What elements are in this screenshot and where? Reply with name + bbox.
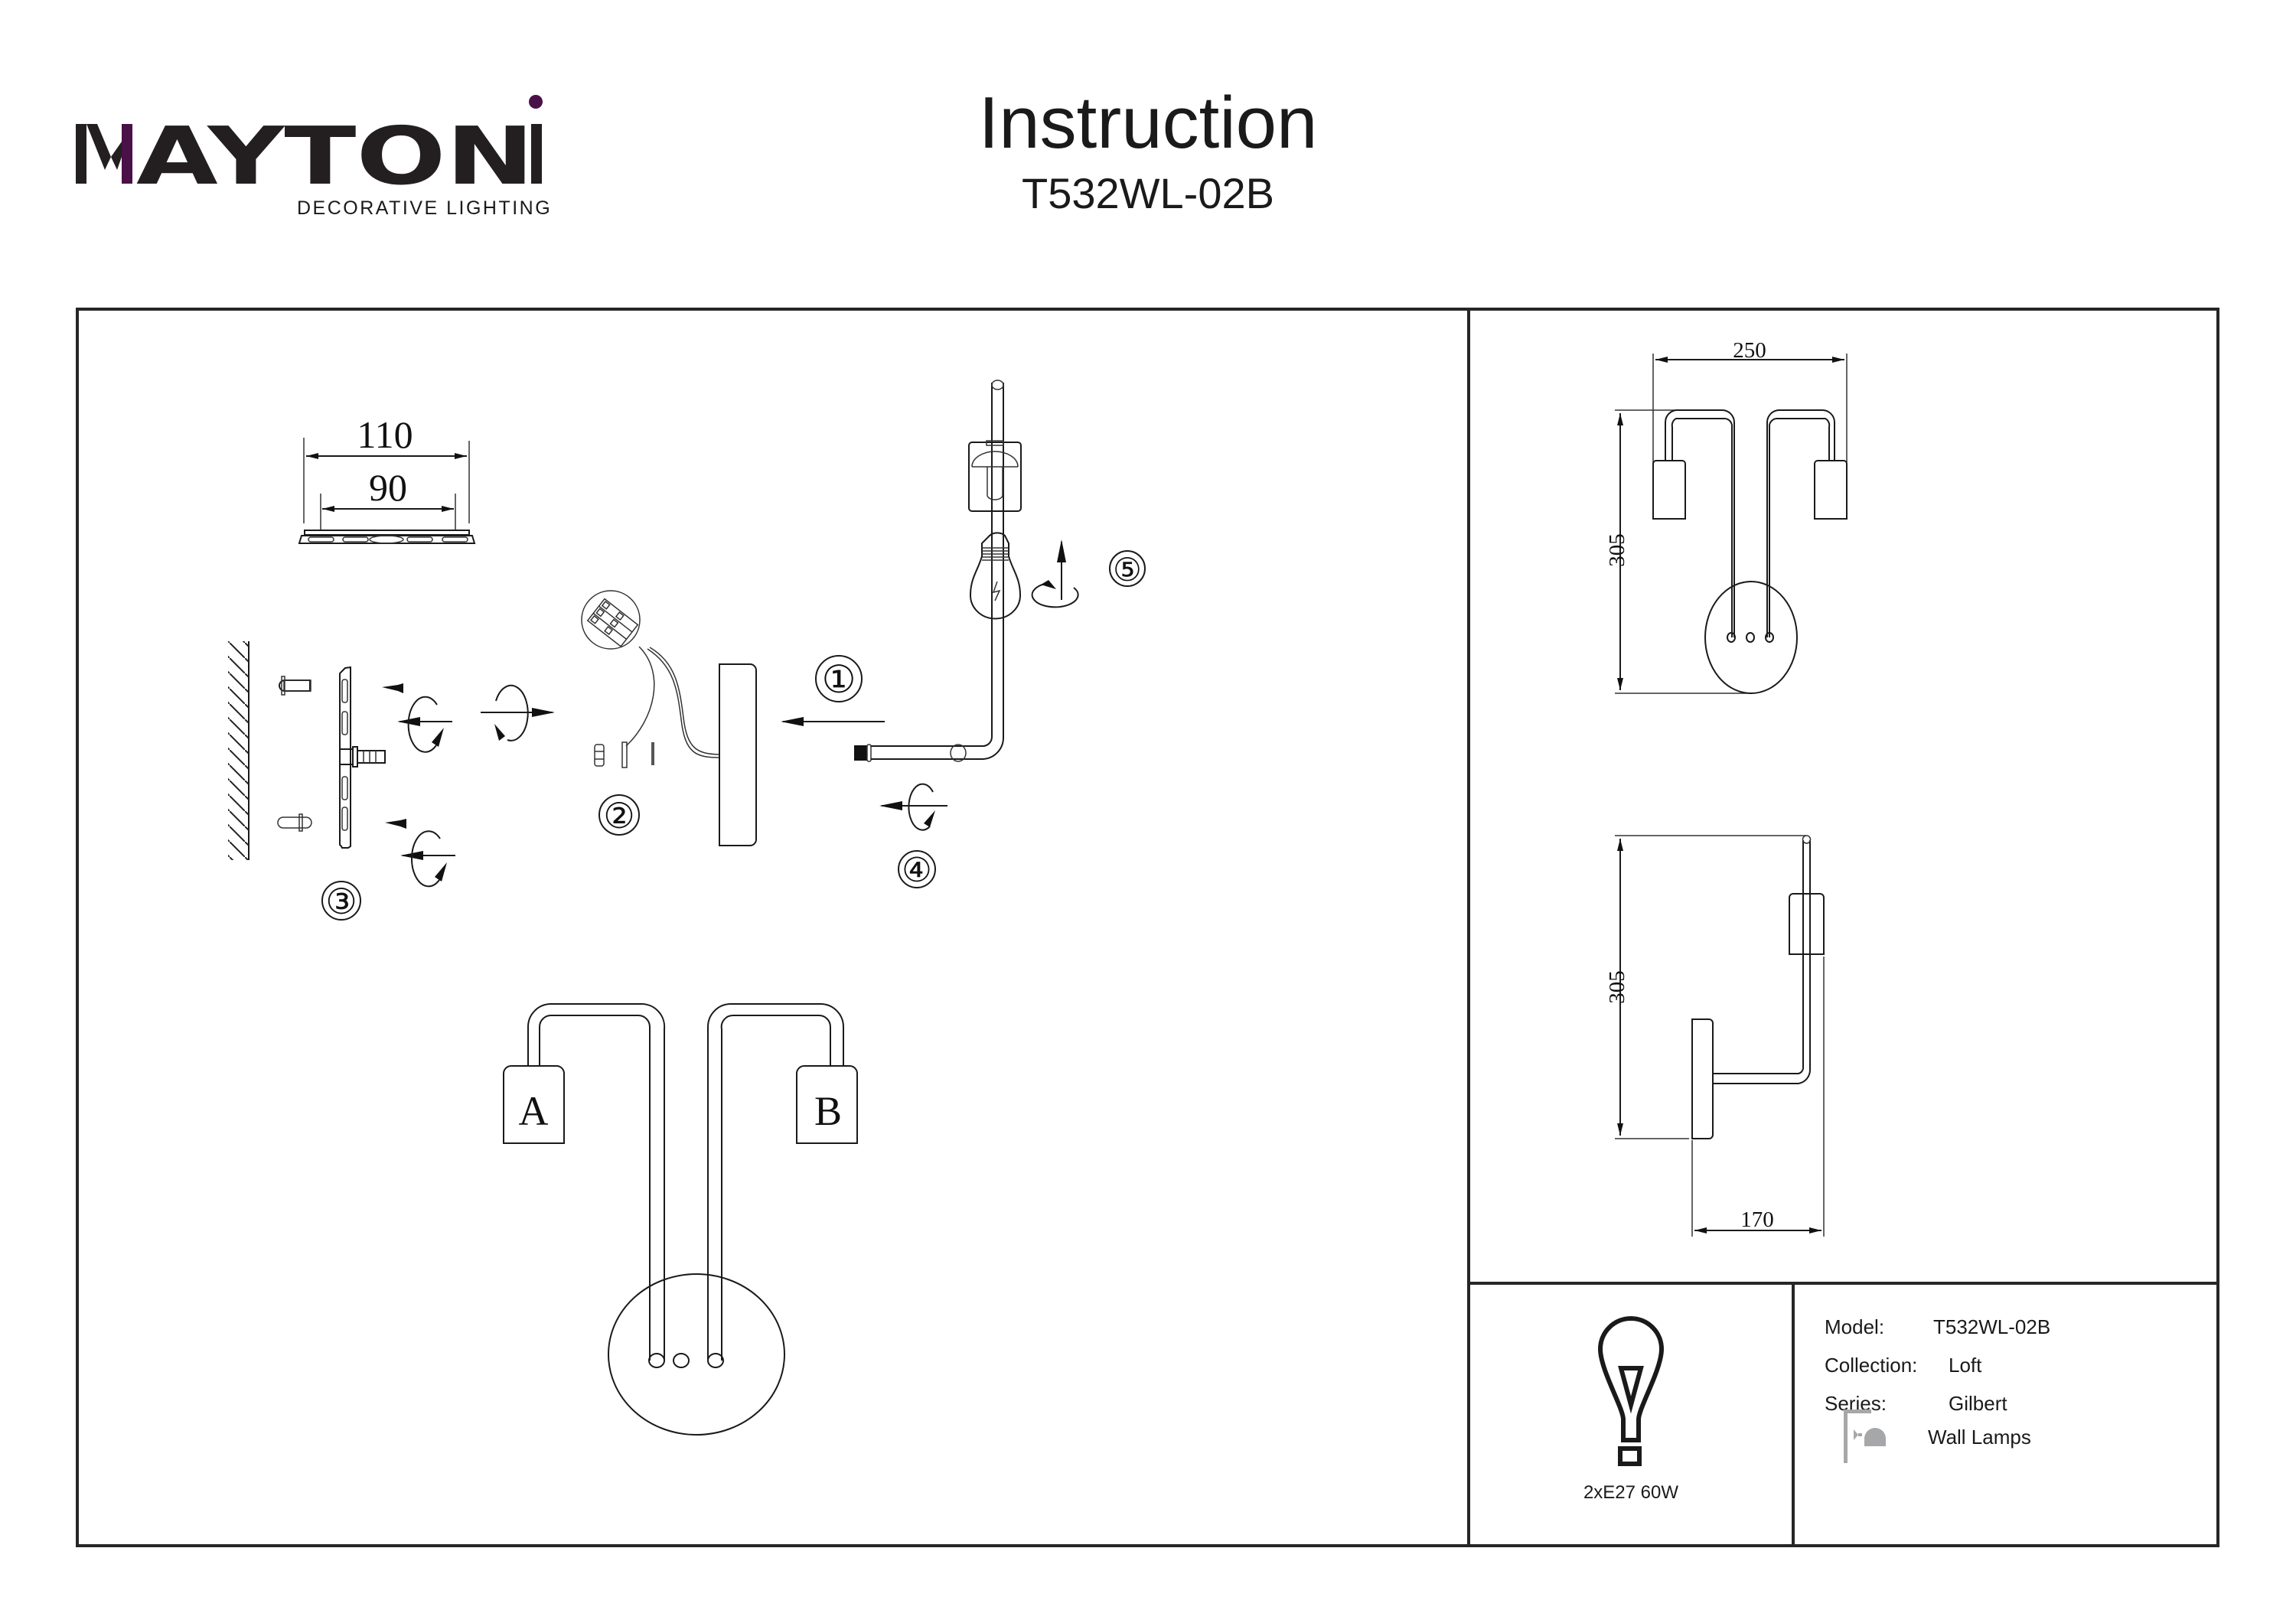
logo-letter-i — [531, 124, 542, 184]
canopy-base-side — [719, 663, 757, 846]
svg-text:③: ③ — [325, 882, 357, 921]
side-socket — [1789, 893, 1825, 955]
brand-tagline: DECORATIVE LIGHTING — [297, 197, 552, 219]
screw-icon — [382, 683, 403, 693]
info-row-collection: Collection: Loft — [1825, 1354, 1982, 1377]
wire-icon — [625, 646, 720, 758]
svg-text:④: ④ — [902, 852, 931, 889]
lightbulb-icon — [1597, 1316, 1665, 1466]
bulb-filament-icon — [992, 581, 1001, 601]
info-value: Loft — [1949, 1354, 1982, 1377]
logo-dot — [529, 95, 543, 109]
info-value: T532WL-02B — [1933, 1315, 2050, 1338]
brand-logo: AYTON DECORATIVE LIGHTING — [76, 95, 552, 219]
drawing-frame — [76, 308, 2219, 1547]
dimension-label-250: 250 — [1733, 338, 1766, 363]
info-label: Collection: — [1825, 1354, 1917, 1377]
model-code-heading: T532WL-02B — [1022, 169, 1274, 217]
socket-b: B — [796, 1065, 858, 1144]
info-label: Model: — [1825, 1315, 1884, 1338]
dimension-label-305-side: 305 — [1605, 970, 1629, 1004]
socket-b-label: B — [814, 1088, 842, 1134]
logo-accent-stroke — [122, 124, 132, 184]
socket-ab-diagram: A B — [503, 1002, 858, 1436]
svg-text:①: ① — [822, 658, 856, 701]
terminal-block-icon — [581, 590, 641, 650]
step-marker-2: ② — [598, 794, 640, 836]
rotate-arrow-icon — [400, 830, 455, 888]
wire-terminal-icon — [621, 741, 628, 768]
rotate-arrow-icon — [397, 696, 452, 753]
mounting-bracket-side — [339, 666, 386, 849]
lamp-arm-assembly — [854, 380, 1022, 762]
info-row-model: Model: T532WL-02B — [1825, 1315, 2050, 1338]
front-dimension-view: 250 305 — [1605, 338, 1848, 694]
wall-plug-icon — [279, 676, 311, 696]
svg-text:②: ② — [603, 797, 634, 836]
bulb-spec-box: 2xE27 60W — [1583, 1316, 1678, 1503]
step-marker-3: ③ — [321, 881, 361, 921]
wall-plug-icon — [277, 813, 312, 832]
info-value: Gilbert — [1949, 1392, 2007, 1415]
dimension-label-305-front: 305 — [1605, 533, 1629, 567]
thread-end-icon — [854, 745, 867, 761]
step-marker-5: ⑤ — [1109, 550, 1146, 588]
wall-hatch — [228, 641, 249, 860]
category-text: Wall Lamps — [1928, 1426, 2031, 1449]
screw-icon — [385, 819, 406, 829]
step-marker-1: ① — [815, 655, 863, 702]
svg-text:⑤: ⑤ — [1113, 553, 1142, 588]
bulb-spec-text: 2xE27 60W — [1583, 1482, 1678, 1503]
rotate-arrow-icon — [879, 783, 947, 831]
bracket-dimension-drawing: 110 90 — [298, 413, 476, 544]
dimension-label-90: 90 — [369, 466, 407, 509]
socket-a-label: A — [519, 1088, 549, 1134]
product-info-box: Model: T532WL-02B Collection: Loft Serie… — [1825, 1315, 2050, 1463]
hex-nut-icon — [594, 744, 605, 767]
dimension-label-110: 110 — [357, 413, 413, 456]
page-title: Instruction — [979, 82, 1318, 164]
side-dimension-view: 305 170 — [1605, 835, 1825, 1237]
front-socket-right — [1814, 460, 1848, 520]
logo-letter-m — [76, 124, 132, 184]
dimension-label-170: 170 — [1740, 1207, 1774, 1232]
socket-a: A — [503, 1065, 566, 1144]
rotate-arrow-icon — [481, 684, 555, 741]
logo-wordmark: AYTON — [136, 109, 534, 203]
assembly-panel: 110 90 — [228, 380, 1146, 1436]
step-marker-4: ④ — [898, 850, 936, 889]
front-socket-left — [1652, 460, 1686, 520]
wall-lamp-icon — [1844, 1410, 1886, 1463]
side-canopy — [1691, 1018, 1714, 1139]
rotate-arrow-icon — [1031, 539, 1079, 608]
